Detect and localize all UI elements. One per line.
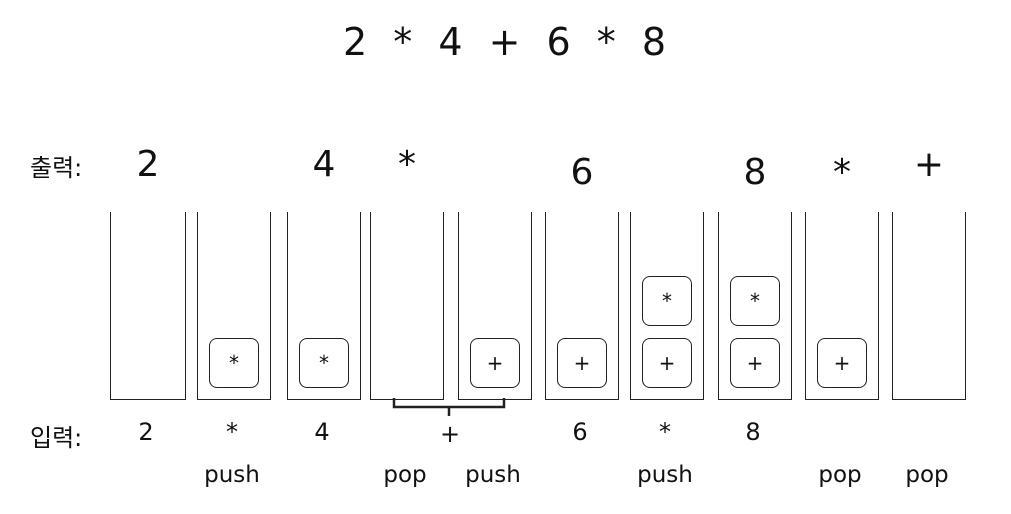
stack-element: * — [642, 276, 692, 326]
bracket-line — [392, 398, 506, 416]
output-token: + — [913, 144, 945, 185]
stack-7: +* — [630, 212, 704, 400]
output-token: 4 — [312, 144, 336, 185]
input-token: * — [226, 418, 238, 446]
input-token: 2 — [138, 418, 154, 446]
action-push: push — [465, 462, 521, 488]
stack-element: + — [470, 338, 520, 388]
stack-element: + — [730, 338, 780, 388]
stack-element: * — [299, 338, 349, 388]
input-token: * — [659, 418, 671, 446]
action-pop: pop — [383, 462, 427, 488]
stack-5: + — [458, 212, 532, 400]
action-pop: pop — [818, 462, 862, 488]
stack-element: + — [642, 338, 692, 388]
stack-9: + — [805, 212, 879, 400]
stack-2: * — [197, 212, 271, 400]
input-token: 8 — [745, 418, 761, 446]
output-token: 8 — [743, 152, 767, 193]
stack-element: * — [209, 338, 259, 388]
stack-element: * — [730, 276, 780, 326]
output-row-label: 출력: — [30, 154, 83, 182]
output-token: 6 — [570, 152, 594, 193]
action-pop: pop — [905, 462, 949, 488]
output-token: * — [398, 144, 416, 185]
stack-element: + — [557, 338, 607, 388]
input-token: 6 — [572, 418, 588, 446]
action-push: push — [204, 462, 260, 488]
output-token: 2 — [136, 144, 160, 185]
stack-8: +* — [718, 212, 792, 400]
stack-3: * — [287, 212, 361, 400]
stack-6: + — [545, 212, 619, 400]
input-row-label: 입력: — [30, 424, 83, 452]
action-push: push — [637, 462, 693, 488]
stack-4 — [370, 212, 444, 400]
input-token: 4 — [314, 418, 330, 446]
input-plus-shared: + — [439, 420, 461, 448]
expression-title: 2 * 4 + 6 * 8 — [342, 20, 669, 64]
stack-element: + — [817, 338, 867, 388]
output-token: * — [833, 152, 851, 193]
stack-10 — [892, 212, 966, 400]
stack-1 — [110, 212, 186, 400]
